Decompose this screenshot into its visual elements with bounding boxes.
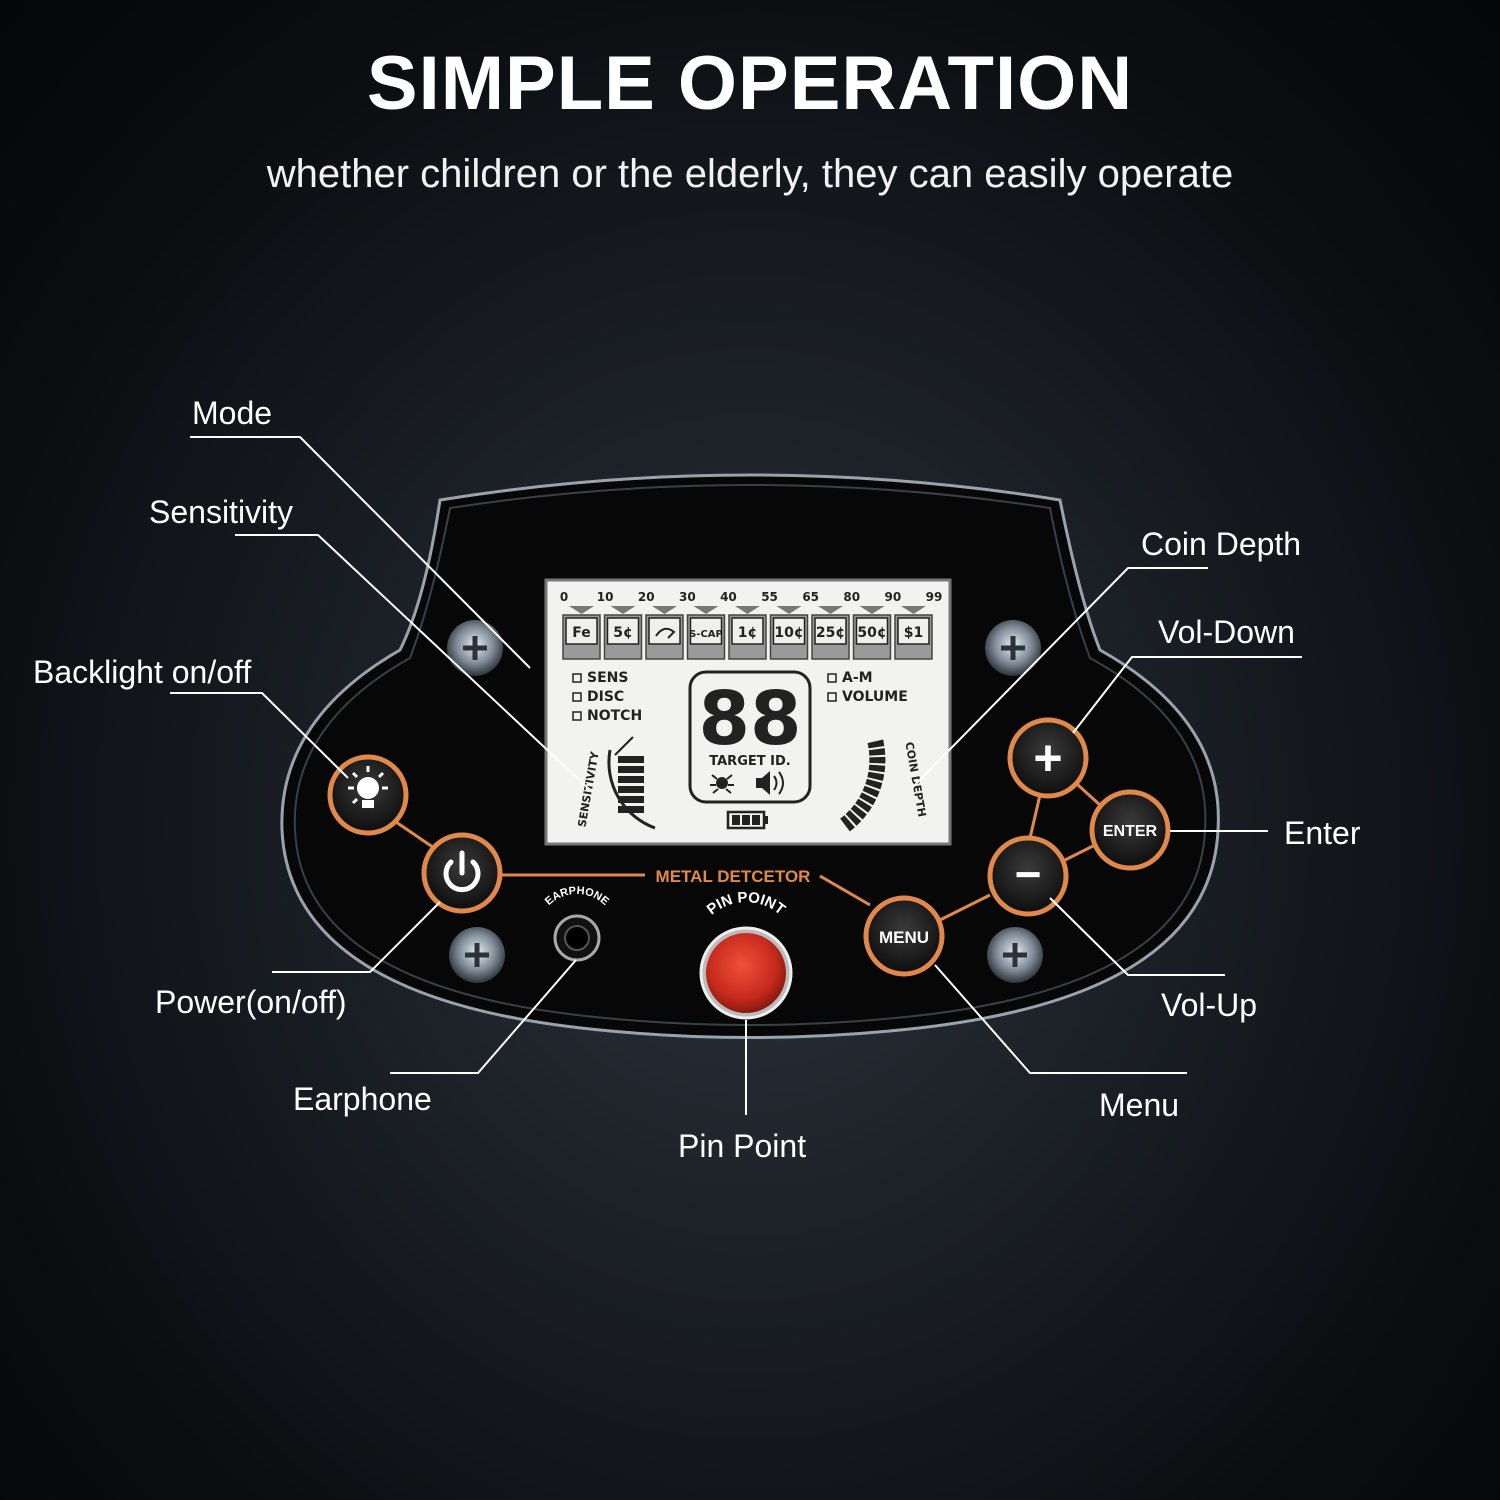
target-id-label: TARGET ID. — [709, 754, 790, 769]
lcd-mode-label: SENS — [587, 670, 628, 686]
screw-top-left — [447, 620, 503, 676]
lcd-scale-number: 65 — [802, 590, 819, 604]
lcd-category-marker — [693, 606, 719, 614]
battery-icon — [726, 810, 768, 830]
callout-menu: Menu — [1099, 1087, 1180, 1123]
lcd-category-marker — [735, 606, 760, 614]
lcd-category-label: Fe — [572, 625, 591, 641]
lightbulb-icon — [348, 766, 388, 808]
lcd-category-label-box — [814, 617, 847, 645]
lcd-mode-indicator — [827, 692, 837, 702]
lcd-category-label-box — [606, 617, 640, 645]
lcd-scale-number: 80 — [843, 590, 860, 604]
lcd-mode-indicator — [572, 692, 582, 702]
lcd-category-label: 25¢ — [816, 625, 845, 641]
lcd-scale-number: 55 — [761, 590, 778, 604]
speaker-icon — [756, 771, 784, 795]
lcd-category-label-box — [772, 617, 806, 645]
lcd-mode-label: NOTCH — [587, 708, 642, 724]
lcd-scale: 0 10 20 30 40 55 65 80 90 99 — [560, 590, 943, 604]
lcd-mode-label: VOLUME — [842, 689, 908, 705]
lcd-category-label-box — [897, 617, 930, 645]
vol-down-button[interactable]: + — [1007, 717, 1089, 799]
brand-label: METAL DETCETOR — [656, 867, 811, 886]
pin-point-button[interactable] — [699, 926, 793, 1020]
lcd-right-modes: A-M VOLUME — [827, 670, 908, 705]
lcd-mode-label: A-M — [842, 670, 873, 686]
lcd-mode-indicator — [572, 673, 582, 683]
lcd-category-marker — [569, 606, 594, 614]
menu-button-label: MENU — [879, 928, 929, 947]
menu-button[interactable]: MENU — [863, 895, 945, 977]
lcd-category-marker — [776, 606, 802, 614]
lcd-category-marker — [610, 606, 636, 614]
callout-pin-point: Pin Point — [678, 1128, 807, 1164]
lcd-scale-number: 30 — [679, 590, 696, 604]
lcd-scale-number: 20 — [638, 590, 655, 604]
lcd-category-label-box — [565, 617, 598, 645]
callout-backlight: Backlight on/off — [33, 654, 252, 690]
lcd-scale-number: 0 — [560, 590, 568, 604]
screw-top-right — [985, 620, 1041, 676]
lcd-screen: 0 10 20 30 40 55 65 80 90 99 Fe 5¢ S-CAP 1¢ 10¢ 25¢ 50¢… — [544, 578, 952, 846]
target-id-box — [688, 670, 812, 804]
lcd-category-label-box — [648, 617, 681, 645]
vol-up-button[interactable]: − — [987, 835, 1069, 917]
callout-coin-depth: Coin Depth — [1141, 526, 1302, 562]
lcd-category-label-box — [855, 617, 889, 645]
target-id-digits: 88 — [699, 676, 802, 762]
backlight-button[interactable] — [327, 754, 409, 836]
callout-vol-down: Vol-Down — [1158, 614, 1295, 650]
lcd-category-label: 1¢ — [738, 625, 757, 641]
lcd-left-modes: SENS DISC NOTCH — [572, 670, 642, 724]
minus-button-label: − — [1015, 848, 1042, 900]
lcd-category-label: 10¢ — [774, 625, 803, 641]
earphone-jack[interactable] — [553, 914, 601, 962]
callout-lines — [170, 436, 1302, 1115]
callout-sensitivity: Sensitivity — [149, 494, 294, 530]
lcd-scale-number: 40 — [720, 590, 737, 604]
lcd-mode-indicator — [827, 673, 837, 683]
power-button[interactable] — [421, 832, 503, 914]
plus-button-label: + — [1033, 730, 1062, 786]
lcd-category-marker — [652, 606, 677, 614]
callout-vol-up: Vol-Up — [1161, 987, 1258, 1023]
lcd-category-label: S-CAP — [689, 629, 723, 640]
lcd-category-marker — [901, 606, 926, 614]
power-icon — [443, 850, 481, 893]
lcd-category-label: $1 — [904, 625, 923, 641]
page-title: SIMPLE OPERATION — [366, 41, 1134, 126]
lcd-category-label-box — [731, 617, 764, 645]
lcd-scale-number: 10 — [597, 590, 614, 604]
lcd-scale-number: 99 — [926, 590, 943, 604]
lcd-category-marker — [818, 606, 843, 614]
callout-earphone: Earphone — [293, 1081, 432, 1117]
screw-bottom-right — [987, 927, 1043, 983]
lcd-category-label: 50¢ — [857, 625, 886, 641]
enter-button[interactable]: ENTER — [1089, 789, 1171, 871]
screw-bottom-left — [449, 927, 505, 983]
bug-icon — [710, 774, 734, 794]
lcd-category-label-box — [689, 617, 723, 645]
lcd-scale-number: 90 — [885, 590, 902, 604]
lcd-category-marker — [859, 606, 885, 614]
ring-icon — [655, 627, 676, 639]
callout-mode: Mode — [192, 395, 273, 431]
page-subtitle: whether children or the elderly, they ca… — [266, 152, 1234, 196]
lcd-category-label: 5¢ — [613, 625, 632, 641]
callout-enter: Enter — [1284, 815, 1361, 851]
enter-button-label: ENTER — [1103, 823, 1158, 840]
lcd-mode-indicator — [572, 711, 582, 721]
lcd-mode-label: DISC — [587, 689, 624, 705]
lcd-categories: Fe 5¢ S-CAP 1¢ 10¢ 25¢ 50¢ $1 — [562, 606, 933, 660]
callout-power: Power(on/off) — [155, 984, 347, 1020]
